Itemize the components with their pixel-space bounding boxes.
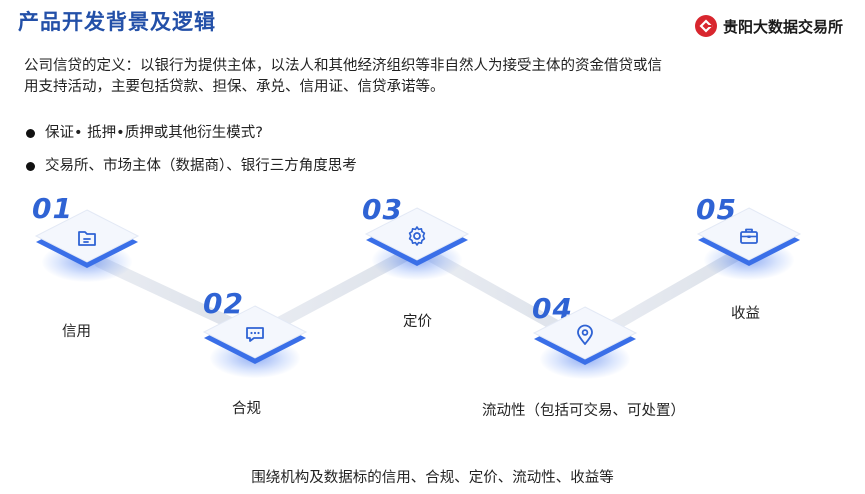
page-title: 产品开发背景及逻辑 [18,10,216,34]
connector-segment-1 [94,256,256,338]
brand-logo-icon [694,15,717,37]
bullet-text-2: 交易所、市场主体（数据商）、银行三方角度思考 [45,158,357,174]
location-pin-icon [577,324,593,345]
folder-icon [78,231,96,246]
step-label-05: 收益 [731,306,760,322]
definition-text: 公司信贷的定义：以银行为提供主体，以法人和其他经济组织等非自然人为接受主体的资金… [24,56,784,98]
briefcase-icon [740,228,758,244]
step-card-04 [530,305,640,379]
definition-line-2: 用支持活动，主要包括贷款、担保、承兑、信用证、信贷承诺等。 [24,79,445,95]
bullet-item-1: 保证• 抵押•质押或其他衍生模式? [26,123,263,143]
step-label-01: 信用 [62,324,91,340]
step-label-02: 合规 [232,401,261,417]
brand-name: 贵阳大数据交易所 [722,17,843,36]
step-card-03 [362,206,472,280]
summary-text: 围绕机构及数据标的信用、合规、定价、流动性、收益等 [0,466,865,487]
brand: 贵阳大数据交易所 [694,14,843,38]
bullet-dot-icon [26,161,35,171]
bullet-text-1: 保证• 抵押•质押或其他衍生模式? [45,125,263,141]
definition-line-1: 公司信贷的定义：以银行为提供主体，以法人和其他经济组织等非自然人为接受主体的资金… [24,58,662,74]
chat-dots-icon [246,327,264,342]
step-card-05 [694,206,804,280]
step-plate [532,306,638,365]
gear-icon [408,226,426,246]
summary-text-content: 围绕机构及数据标的信用、合规、定价、流动性、收益等 [251,470,614,486]
bullet-item-2: 交易所、市场主体（数据商）、银行三方角度思考 [26,156,357,176]
step-plate [696,207,802,266]
bullet-dot-icon [26,128,35,138]
step-number-02: 02 [203,287,244,320]
step-plate [364,207,470,266]
step-number-01: 01 [32,192,73,225]
step-label-03: 定价 [403,314,432,330]
step-label-04: 流动性（包括可交易、可处置） [482,403,685,419]
step-card-01 [32,208,142,282]
step-card-02 [200,304,310,378]
